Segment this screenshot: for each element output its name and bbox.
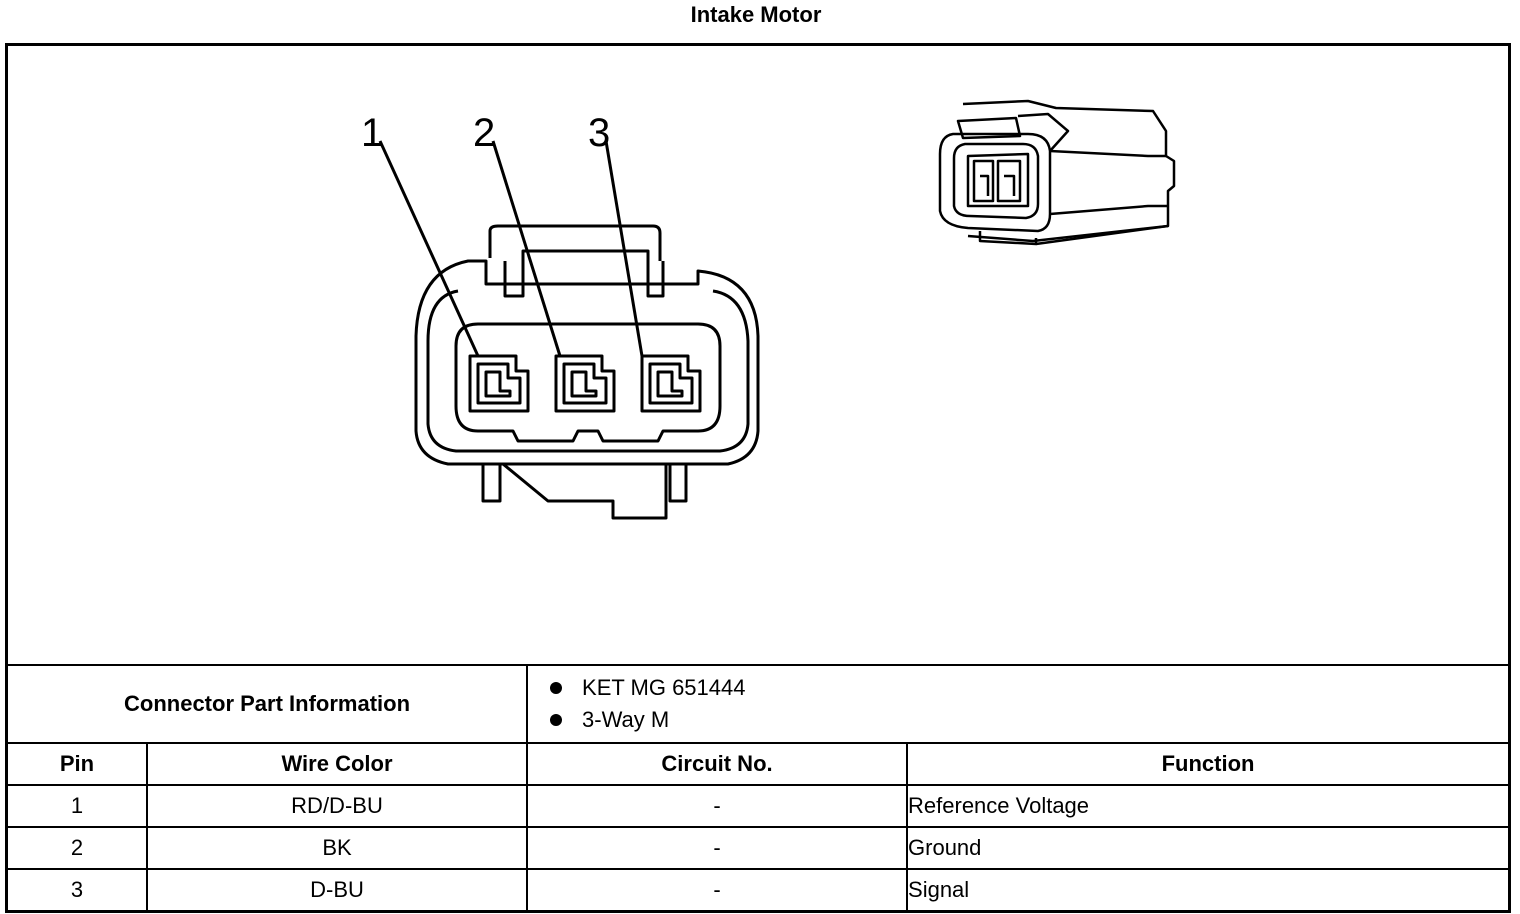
- header-circuit-no: Circuit No.: [526, 742, 909, 786]
- housing-inner-outline: [426, 289, 750, 453]
- terminal-block-outline: [454, 322, 722, 443]
- housing-outer-outline: [414, 259, 760, 466]
- pin-callout-3: 3: [588, 111, 610, 155]
- pin-cell: 2: [8, 826, 148, 870]
- wire-color-cell: D-BU: [145, 868, 529, 910]
- connector-isometric-view: [938, 99, 1176, 246]
- terminal-cavity-3: [640, 354, 702, 413]
- bullet-icon: [550, 682, 563, 694]
- table-row: 2 BK - Ground: [8, 826, 1509, 870]
- terminal-1-contact: [484, 370, 512, 398]
- bullet-icon: [550, 714, 563, 726]
- header-function: Function: [906, 742, 1509, 786]
- list-item: KET MG 651444: [550, 672, 1508, 704]
- wire-color-cell: RD/D-BU: [145, 784, 529, 828]
- terminal-1-inner: [476, 362, 522, 405]
- header-wire-color: Wire Color: [145, 742, 529, 786]
- table-row: 3 D-BU - Signal: [8, 868, 1509, 910]
- terminal-2-inner: [562, 362, 608, 405]
- leader-line-1: [378, 140, 480, 357]
- connector-figure: 1 2 3: [8, 46, 1508, 664]
- list-item: 3-Way M: [550, 704, 1508, 736]
- terminal-cavities: [468, 354, 702, 413]
- connector-part-row: Connector Part Information KET MG 651444…: [8, 664, 1509, 744]
- function-cell: Reference Voltage: [906, 784, 1509, 828]
- pin-cell: 3: [8, 868, 148, 910]
- function-cell: Ground: [906, 826, 1509, 870]
- connector-sheet: 1 2 3: [5, 43, 1511, 913]
- latch-inner-outline: [503, 249, 665, 298]
- connector-part-list: KET MG 651444 3-Way M: [528, 666, 1508, 742]
- leader-line-3: [604, 140, 644, 357]
- header-pin: Pin: [8, 742, 148, 786]
- leader-line-2: [491, 140, 562, 357]
- page-title: Intake Motor: [690, 2, 822, 27]
- connector-info-table: Connector Part Information KET MG 651444…: [8, 664, 1509, 910]
- bottom-leg-left: [481, 464, 502, 503]
- pin-cell: 1: [8, 784, 148, 828]
- connector-drawing: 1 2 3: [361, 99, 1176, 520]
- top-latch-outline: [488, 224, 662, 261]
- table-header-row: Pin Wire Color Circuit No. Function: [8, 742, 1509, 786]
- terminal-cavity-2: [554, 354, 616, 413]
- terminal-3-contact: [656, 370, 684, 398]
- terminal-3-inner: [648, 362, 694, 405]
- terminal-2-contact: [570, 370, 598, 398]
- circuit-no-cell: -: [526, 868, 909, 910]
- terminal-cavity-1: [468, 354, 530, 413]
- pin-callout-1: 1: [361, 111, 383, 155]
- connector-description: 3-Way M: [582, 707, 670, 732]
- table-row: 1 RD/D-BU - Reference Voltage: [8, 784, 1509, 828]
- connector-part-label: Connector Part Information: [8, 664, 529, 744]
- bottom-key: [502, 462, 668, 520]
- circuit-no-cell: -: [526, 784, 909, 828]
- wire-color-cell: BK: [145, 826, 529, 870]
- connector-part-details: KET MG 651444 3-Way M: [526, 664, 1509, 744]
- circuit-no-cell: -: [526, 826, 909, 870]
- pin-callout-2: 2: [473, 111, 495, 155]
- function-cell: Signal: [906, 868, 1509, 910]
- connector-part-number: KET MG 651444: [582, 675, 746, 700]
- bottom-leg-right: [668, 464, 688, 503]
